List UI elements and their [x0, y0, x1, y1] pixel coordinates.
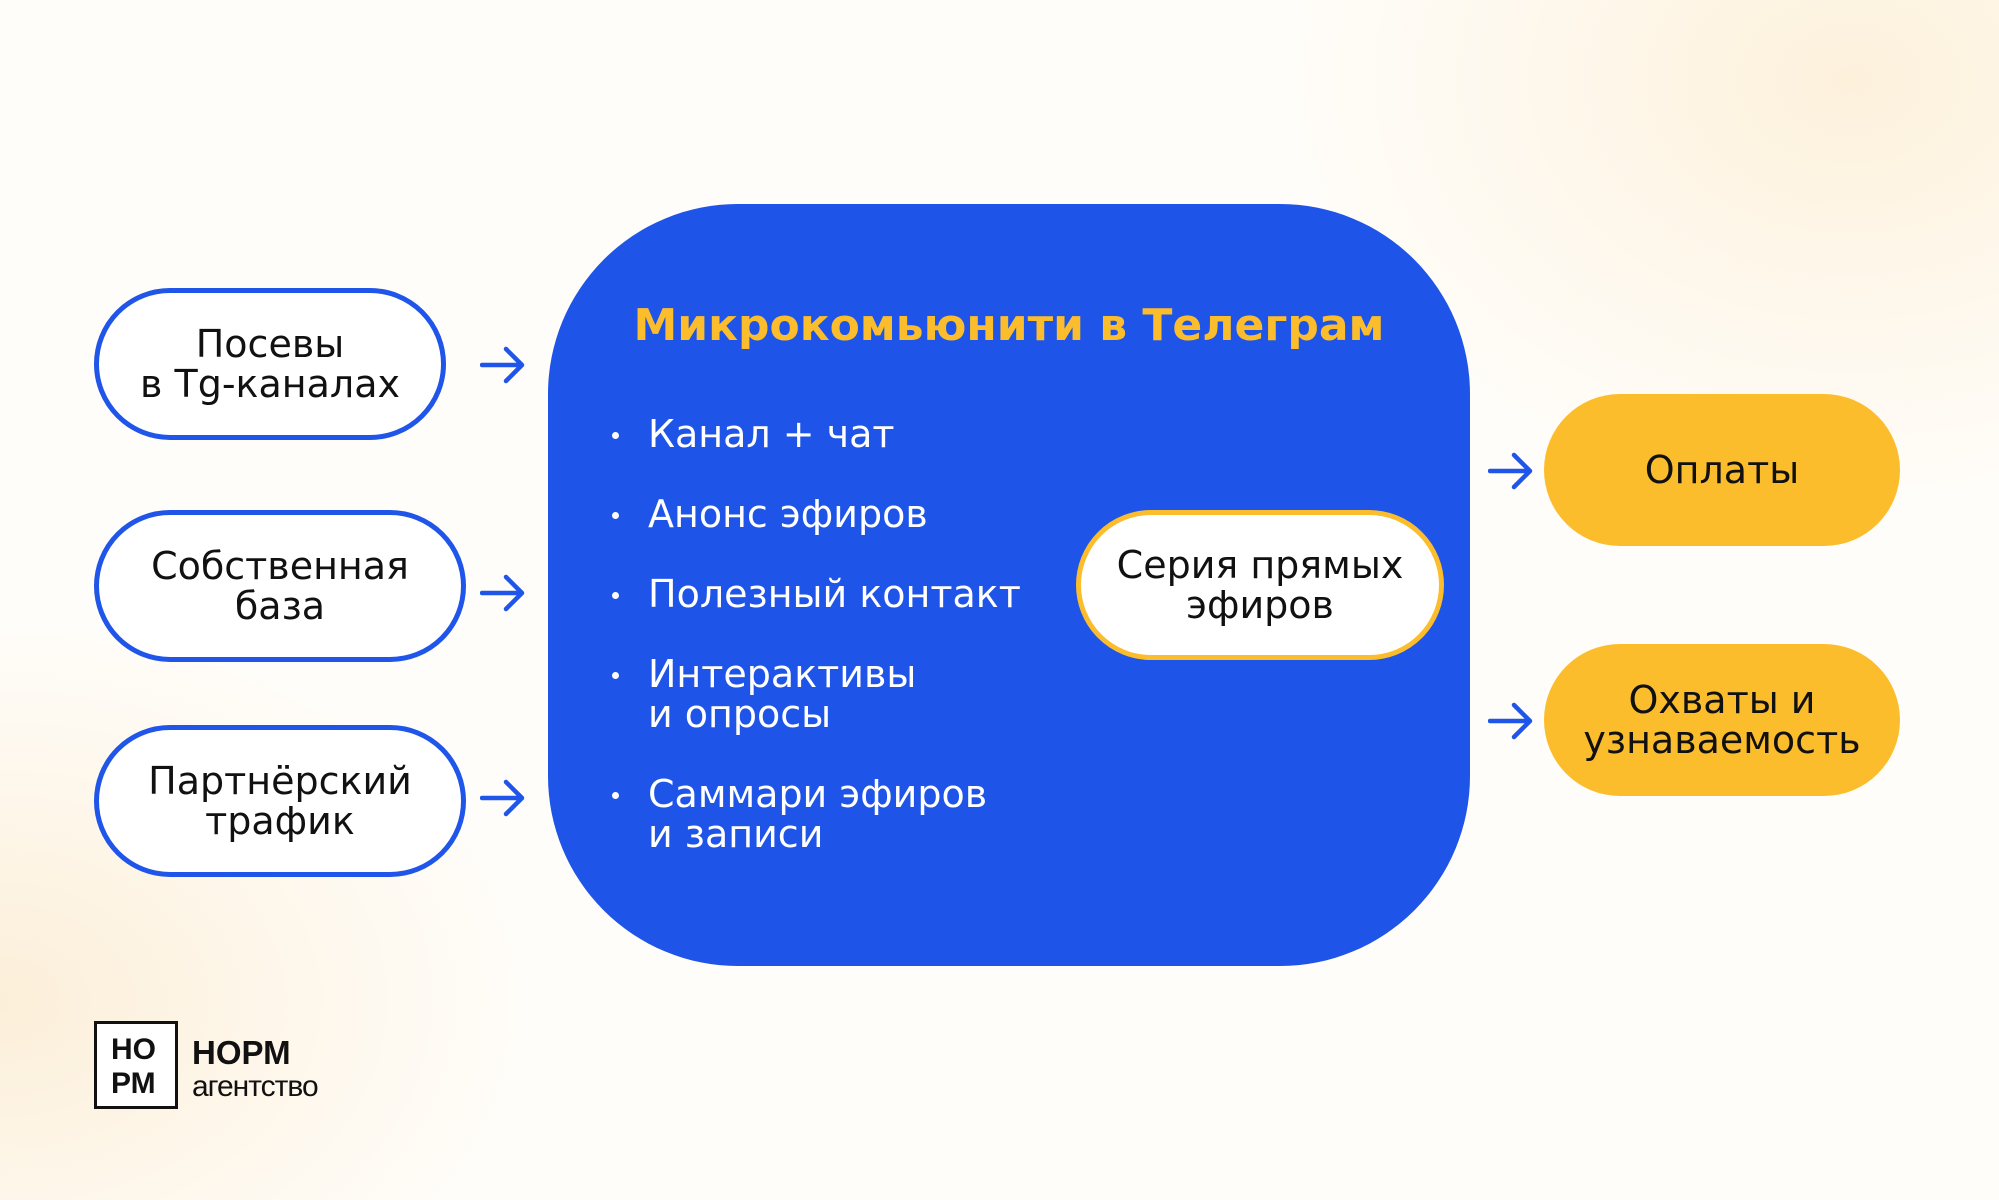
arrow-right-icon — [480, 779, 525, 817]
source-label: Партнёрский трафик — [148, 759, 412, 843]
live-streams-pill: Серия прямых эфиров — [1076, 510, 1444, 660]
bullet-item: Саммари эфиров и записи — [610, 774, 1021, 854]
outcome-label: Охваты и узнаваемость — [1583, 678, 1861, 762]
outcome-label: Оплаты — [1644, 448, 1800, 492]
arrow-right-icon — [480, 346, 525, 384]
outcome-pill-reach: Охваты и узнаваемость — [1544, 644, 1900, 796]
logo-mark: НО РМ — [94, 1021, 178, 1109]
source-pill-seeding: Посевы в Tg-каналах — [94, 288, 446, 440]
logo-name: НОРМ — [192, 1034, 291, 1071]
source-pill-own-base: Собственная база — [94, 510, 466, 662]
bullet-item: Интерактивы и опросы — [610, 654, 1021, 734]
bullet-item: Канал + чат — [610, 414, 1021, 454]
logo-subtitle: агентство — [192, 1070, 319, 1103]
source-label: Посевы в Tg-каналах — [140, 322, 400, 406]
source-label: Собственная база — [151, 544, 409, 628]
bullet-item: Анонс эфиров — [610, 494, 1021, 534]
arrow-right-icon — [1488, 702, 1533, 740]
arrow-right-icon — [1488, 452, 1533, 490]
community-bullet-list: Канал + чат Анонс эфиров Полезный контак… — [610, 414, 1021, 894]
source-pill-partner-traffic: Партнёрский трафик — [94, 725, 466, 877]
live-streams-label: Серия прямых эфиров — [1116, 543, 1404, 627]
arrow-right-icon — [480, 574, 525, 612]
outcome-pill-payments: Оплаты — [1544, 394, 1900, 546]
community-block: Микрокомьюнити в Телеграм Канал + чат Ан… — [548, 204, 1470, 966]
bullet-item: Полезный контакт — [610, 574, 1021, 614]
community-title: Микрокомьюнити в Телеграм — [633, 300, 1385, 351]
